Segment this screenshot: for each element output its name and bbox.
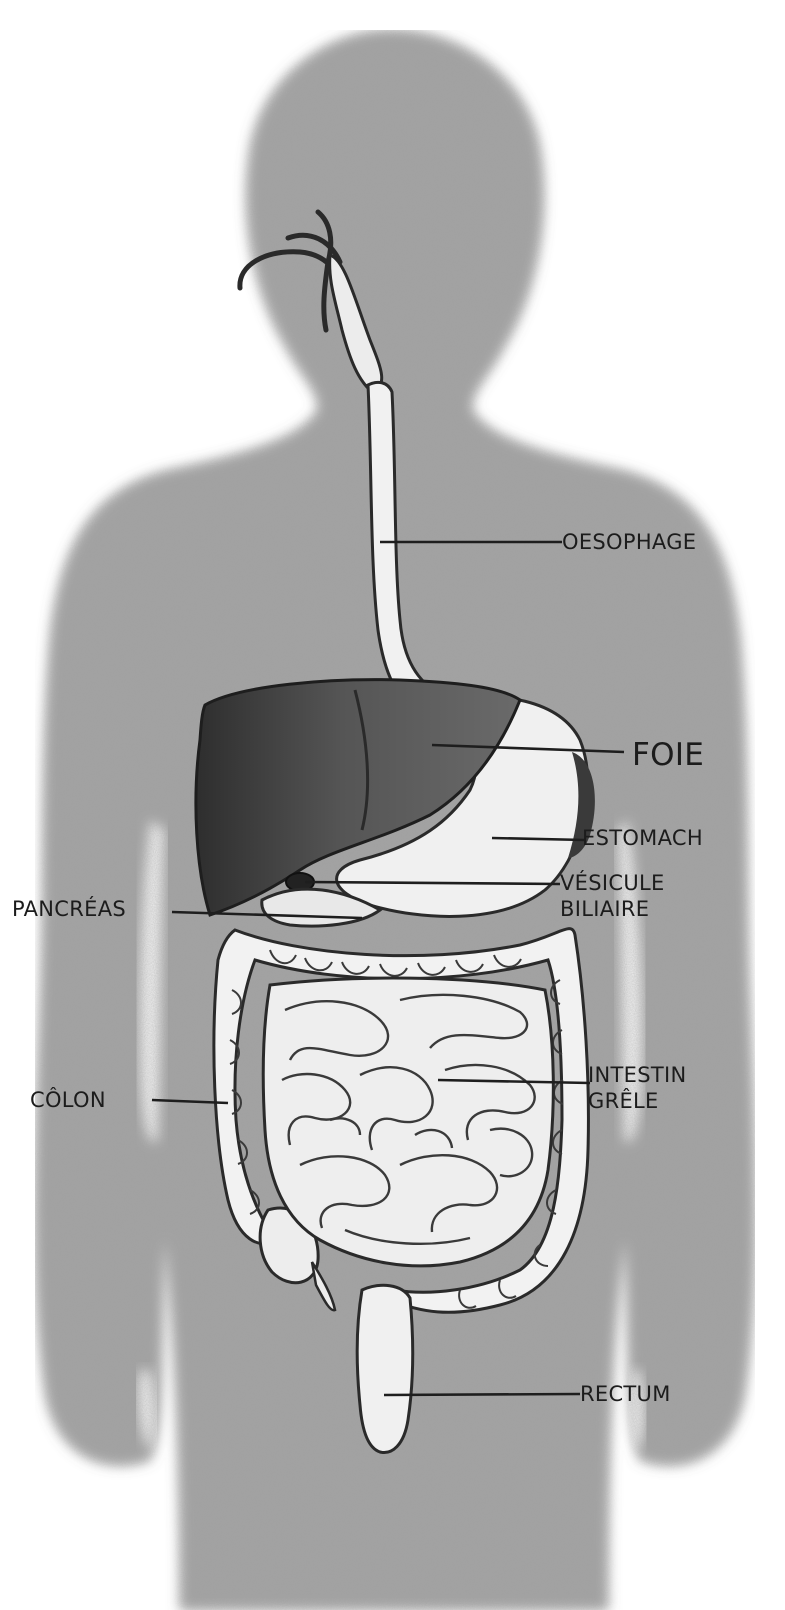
rectum-leader — [384, 1394, 580, 1395]
label-foie: FOIE — [632, 738, 704, 772]
label-intestin-grele: INTESTIN GRÊLE — [588, 1062, 686, 1114]
rectum — [357, 1285, 413, 1452]
label-vesicule-biliaire: VÉSICULE BILIAIRE — [560, 870, 665, 922]
small-intestine — [263, 978, 553, 1266]
label-pancreas: PANCRÉAS — [12, 897, 126, 921]
label-vesicule-line1: VÉSICULE — [560, 870, 665, 896]
label-estomach: ESTOMACH — [582, 826, 703, 850]
label-intestin-line2: GRÊLE — [588, 1088, 686, 1114]
label-rectum: RECTUM — [580, 1382, 671, 1406]
label-intestin-line1: INTESTIN — [588, 1062, 686, 1088]
label-vesicule-line2: BILIAIRE — [560, 896, 665, 922]
label-colon: CÔLON — [30, 1088, 106, 1112]
label-oesophage: OESOPHAGE — [562, 530, 696, 554]
